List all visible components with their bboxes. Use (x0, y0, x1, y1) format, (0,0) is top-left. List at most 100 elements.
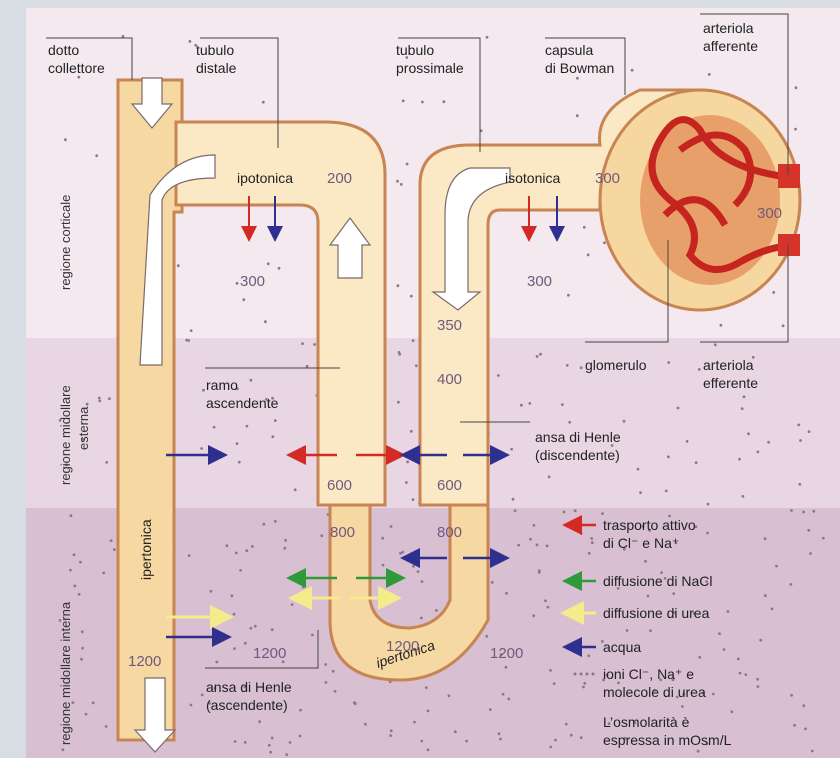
solute-dot (415, 364, 418, 367)
solute-dot (812, 510, 815, 513)
solute-dot (364, 723, 367, 726)
label-henle-asc-1: ansa di Henle (206, 679, 292, 695)
solute-dot (790, 583, 793, 586)
solute-dot (790, 509, 793, 512)
solute-dot (532, 614, 535, 617)
label-henle-desc-2: (discendente) (535, 447, 620, 463)
solute-dot (311, 634, 314, 637)
solute-dot (332, 670, 335, 673)
solute-dot (718, 632, 721, 635)
solute-dot (603, 241, 606, 244)
solute-dot (695, 461, 698, 464)
solute-dot (794, 128, 797, 131)
solute-dot (739, 672, 742, 675)
solute-dot (405, 481, 408, 484)
value-350: 350 (437, 317, 462, 334)
solute-dot (398, 353, 401, 356)
solute-dot (686, 440, 689, 443)
solute-dot (289, 741, 292, 744)
solute-dot (294, 488, 297, 491)
label-afferente-1: arteriola (703, 20, 754, 36)
solute-dot (389, 734, 392, 737)
solute-dot (567, 294, 570, 297)
label-prossimale-2: prossimale (396, 60, 464, 76)
label-prossimale-1: tubulo (396, 42, 434, 58)
solute-dot (743, 395, 746, 398)
solute-dot (250, 379, 253, 382)
solute-dot (187, 339, 190, 342)
solute-dot (757, 685, 760, 688)
solute-dot (793, 724, 796, 727)
solute-dot (677, 407, 680, 410)
solute-dot (565, 723, 568, 726)
solute-dot (390, 729, 393, 732)
label-distale-2: distale (196, 60, 237, 76)
solute-dot (498, 732, 501, 735)
solute-dot (406, 461, 409, 464)
legend-ioni-1: ioni Cl⁻, Na⁺ e (603, 666, 694, 682)
solute-dot (86, 403, 89, 406)
solute-dot (566, 364, 569, 367)
solute-dot (262, 101, 265, 104)
solute-dot (239, 569, 242, 572)
solute-dot (98, 400, 101, 403)
legend-trasporto-1: trasporto attivo (603, 517, 696, 533)
solute-dot (105, 461, 108, 464)
solute-dot (202, 389, 205, 392)
label-ipertonica-dotto: ipertonica (138, 519, 154, 580)
solute-dot (529, 538, 532, 541)
solute-dot (262, 523, 265, 526)
solute-dot (583, 226, 586, 229)
solute-dot (251, 545, 254, 548)
solute-dot (588, 552, 591, 555)
solute-dot (412, 565, 415, 568)
solute-dot (413, 721, 416, 724)
solute-dot (62, 748, 65, 751)
solute-dot (278, 267, 281, 270)
solute-dot (190, 329, 193, 332)
solute-dot (802, 511, 805, 514)
legend-urea: diffusione di urea (603, 605, 710, 621)
solute-dot (70, 514, 73, 517)
solute-dot (231, 594, 234, 597)
solute-dot (804, 728, 807, 731)
solute-dot (681, 705, 684, 708)
solute-dot (420, 617, 423, 620)
value-300-prox: 300 (527, 273, 552, 290)
solute-dot (421, 580, 424, 583)
solute-dot (747, 432, 750, 435)
solute-dot (756, 678, 759, 681)
solute-dot (285, 753, 288, 756)
solute-dot (246, 425, 249, 428)
legend-acqua: acqua (603, 639, 641, 655)
label-bowman-2: di Bowman (545, 60, 614, 76)
solute-dot (570, 734, 573, 737)
solute-dot (720, 324, 723, 327)
solute-dot (190, 704, 193, 707)
solute-dot (647, 595, 650, 598)
solute-dot (412, 498, 415, 501)
label-henle-desc-1: ansa di Henle (535, 429, 621, 445)
solute-dot (667, 361, 670, 364)
solute-dot (795, 86, 798, 89)
solute-dot (502, 693, 505, 696)
solute-dot (637, 468, 640, 471)
solute-dot (412, 339, 415, 342)
solute-dot (95, 154, 98, 157)
solute-dot (102, 572, 105, 575)
solute-dot (767, 441, 770, 444)
solute-dot (497, 374, 500, 377)
solute-dot (561, 403, 564, 406)
label-dotto-1: dotto (48, 42, 79, 58)
solute-dot (489, 708, 492, 711)
solute-dot (271, 435, 274, 438)
solute-dot (283, 547, 286, 550)
solute-dot (486, 36, 489, 39)
solute-dot (122, 35, 125, 38)
label-afferente-2: afferente (703, 38, 758, 54)
solute-dot (226, 544, 229, 547)
solute-dot (549, 746, 552, 749)
solute-dot (274, 520, 277, 523)
solute-dot (381, 537, 384, 540)
label-ramo-1: ramo (206, 377, 238, 393)
